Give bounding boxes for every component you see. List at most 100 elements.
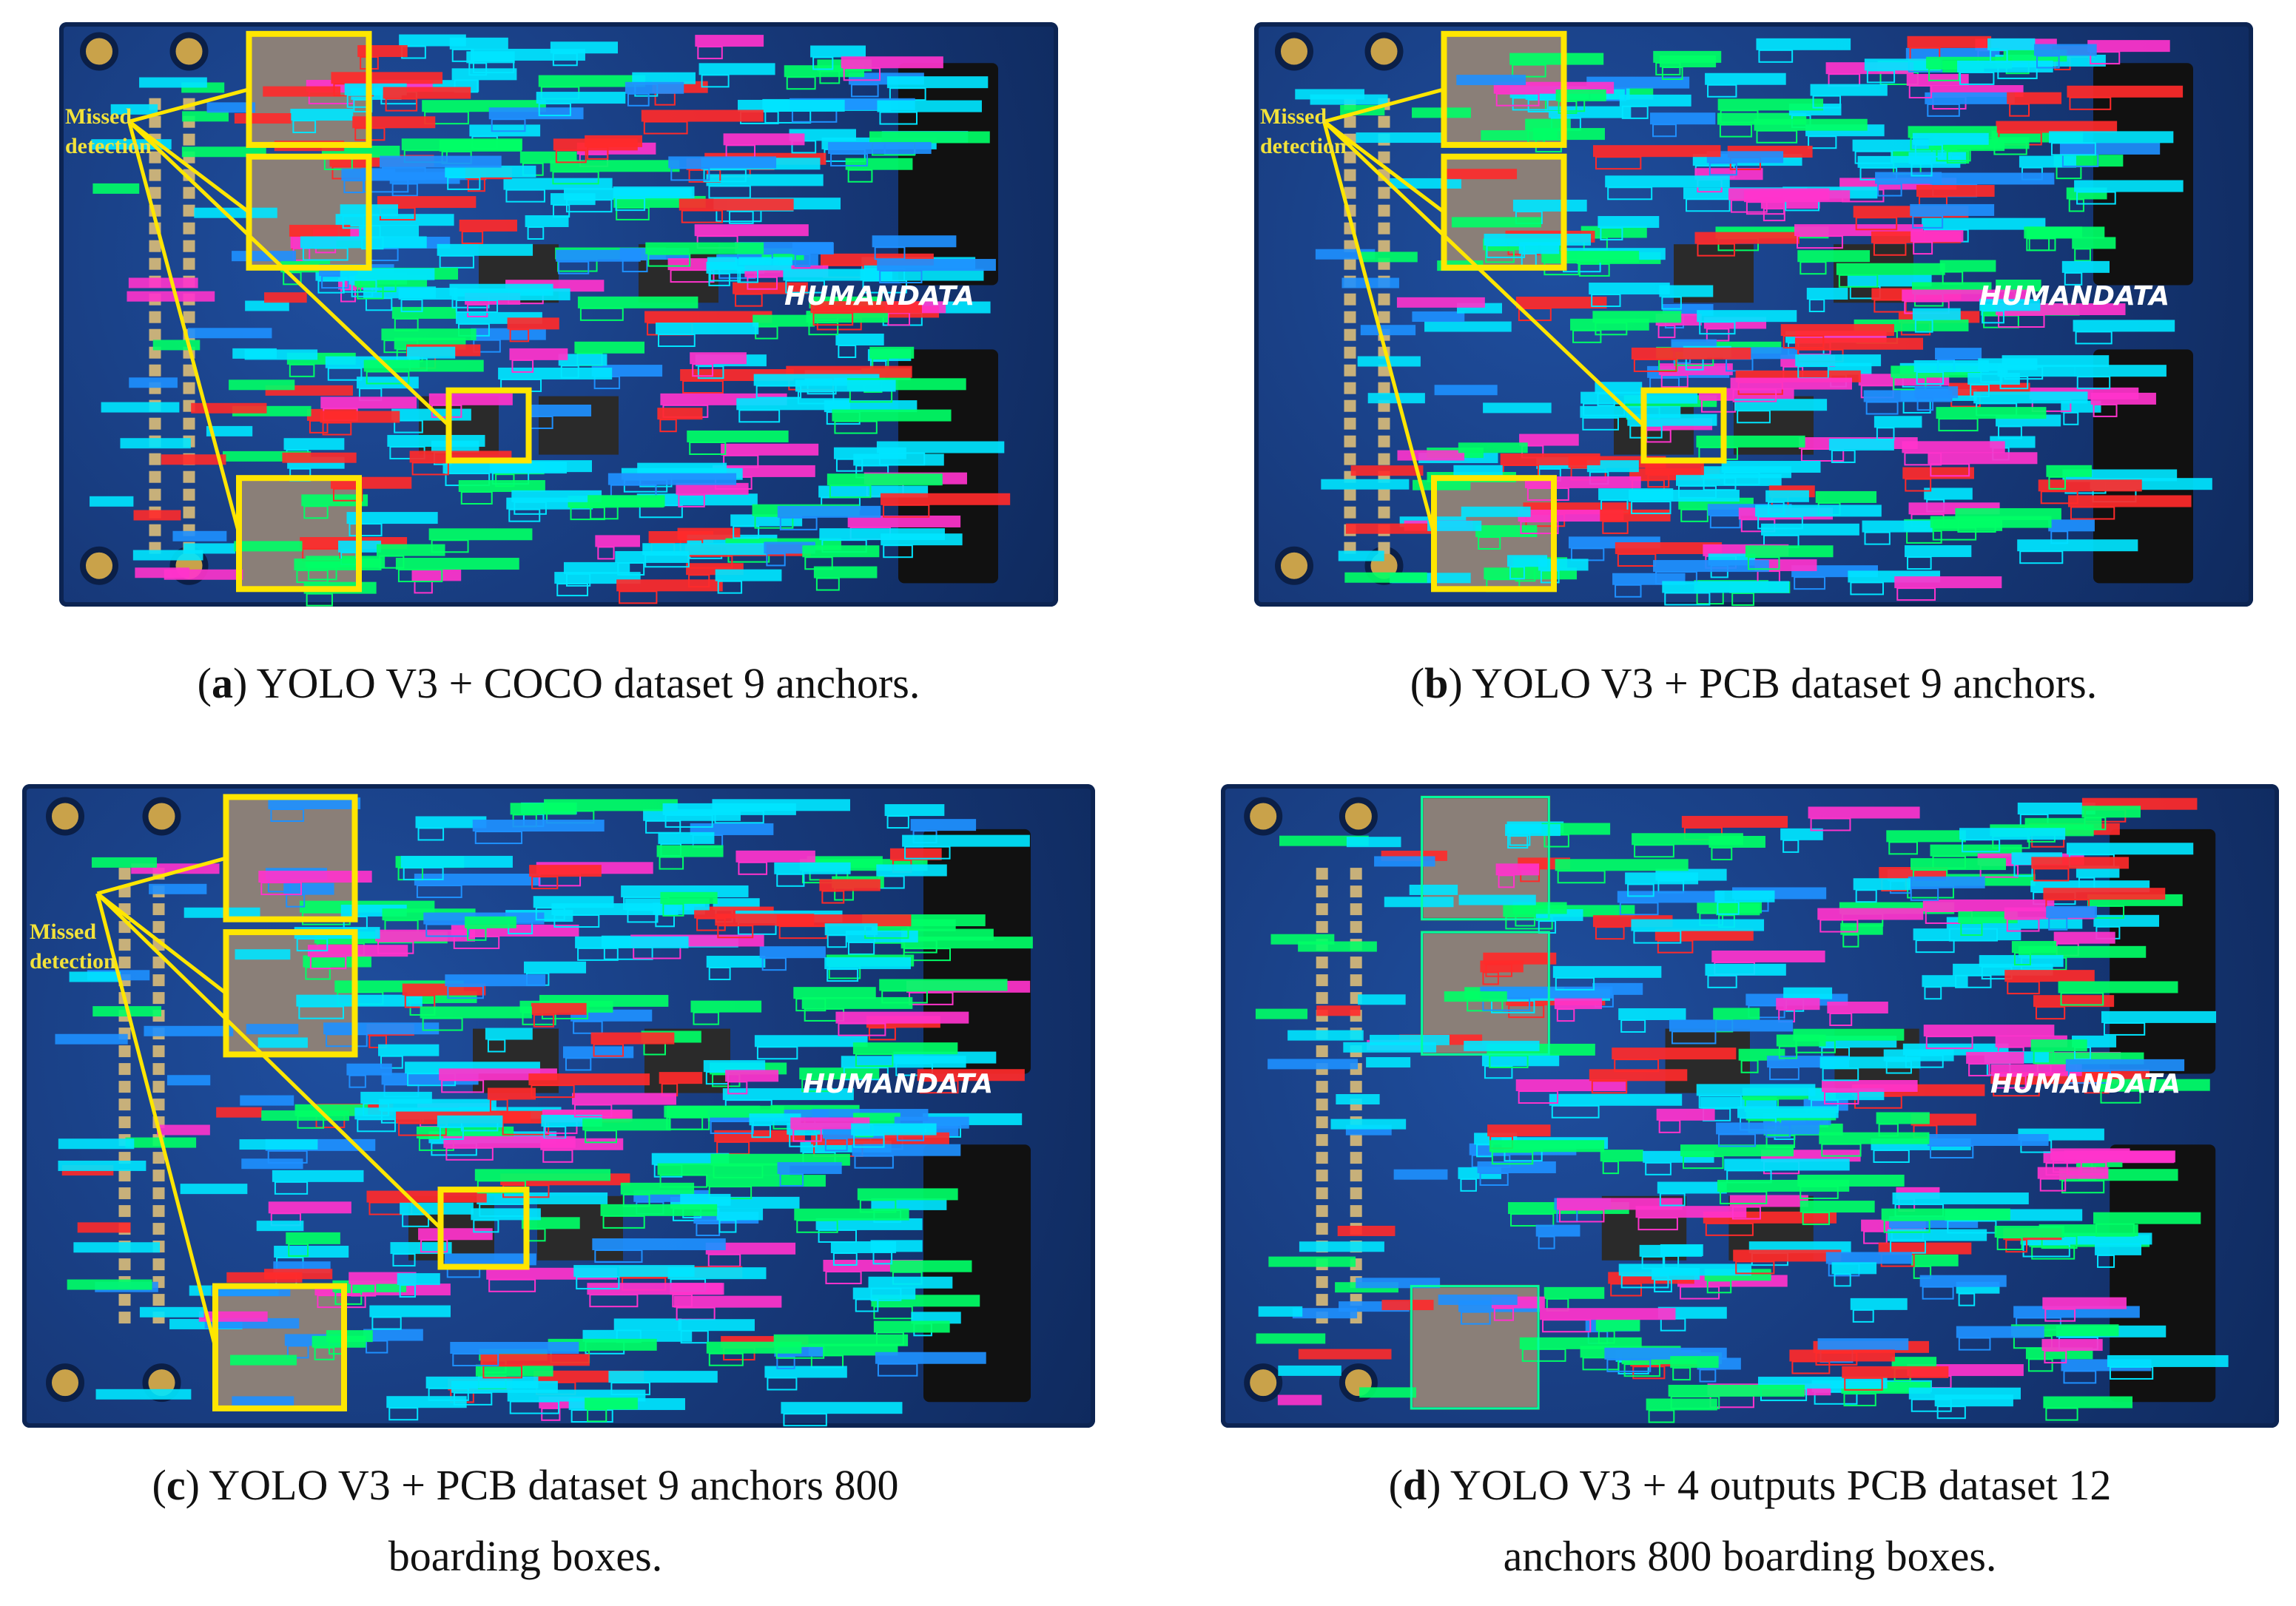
detection-bounding-box	[1707, 974, 1737, 988]
detection-box-label	[531, 1002, 587, 1015]
header-pin	[1350, 1170, 1362, 1182]
detection-box-label	[1299, 1241, 1384, 1252]
detection-bounding-box	[392, 1253, 416, 1267]
detection-bounding-box	[792, 1128, 822, 1142]
component-detection-box	[1421, 931, 1550, 1056]
detection-bounding-box	[764, 109, 812, 124]
detection-box-label	[703, 1060, 766, 1073]
detection-bounding-box	[1896, 587, 1936, 601]
detection-bounding-box	[1482, 971, 1499, 985]
detection-bounding-box	[298, 1005, 344, 1019]
detection-box-label	[1256, 1333, 1326, 1344]
detection-bounding-box	[334, 1291, 363, 1305]
detection-box-label	[1397, 450, 1465, 461]
detection-box-label	[1592, 311, 1682, 323]
detection-bounding-box	[1873, 1149, 1910, 1163]
header-pin	[149, 151, 161, 163]
detection-box-label	[1966, 1052, 2024, 1065]
detection-bounding-box	[322, 422, 352, 436]
detection-box-label	[636, 493, 758, 506]
header-pin	[1316, 992, 1328, 1005]
detection-box-label	[1817, 1338, 1909, 1351]
detection-bounding-box	[1606, 1358, 1652, 1372]
detection-box-label	[2058, 981, 2178, 993]
detection-box-label	[1902, 467, 1974, 479]
detection-box-label	[1956, 1326, 2044, 1338]
detection-bounding-box	[1946, 150, 1970, 164]
detection-box-label	[1875, 172, 1942, 184]
detection-bounding-box	[1970, 384, 1990, 398]
detection-bounding-box	[1632, 1366, 1666, 1380]
header-pin	[152, 1152, 165, 1164]
detection-box-label	[877, 100, 982, 112]
detection-bounding-box	[1769, 1067, 1800, 1081]
header-pin	[1350, 921, 1362, 934]
detection-bounding-box	[467, 178, 485, 192]
detection-box-label	[1694, 232, 1800, 244]
detection-box-label	[437, 1115, 503, 1127]
detection-bounding-box	[2048, 476, 2066, 490]
detection-bounding-box	[270, 808, 305, 822]
detection-box-label	[352, 116, 436, 129]
detection-box-label	[810, 45, 866, 58]
detection-box-label	[180, 1184, 248, 1195]
detection-bounding-box	[1757, 516, 1803, 530]
detection-box-label	[1554, 997, 1603, 1010]
detection-box-label	[1789, 1349, 1896, 1362]
detection-bounding-box	[489, 1099, 508, 1113]
detection-box-label	[2033, 44, 2097, 56]
detection-box-label	[2004, 970, 2095, 982]
caption-text: YOLO V3 + 4 outputs PCB dataset 12	[1441, 1461, 2112, 1509]
detection-bounding-box	[1508, 1005, 1545, 1019]
detection-bounding-box	[1747, 556, 1780, 570]
detection-bounding-box	[573, 1104, 613, 1118]
detection-bounding-box	[416, 885, 462, 899]
detection-box-label	[246, 1024, 299, 1035]
mounting-hole	[1339, 797, 1378, 836]
detection-box-label	[1657, 1181, 1727, 1194]
detection-box-label	[1338, 550, 1384, 561]
detection-bounding-box	[873, 1306, 913, 1320]
detection-bounding-box	[1863, 1230, 1888, 1244]
detection-box-label	[1815, 490, 1877, 503]
detection-box-label	[616, 579, 723, 592]
detection-box-label	[453, 288, 570, 300]
detection-bounding-box	[1484, 1065, 1513, 1079]
detection-bounding-box	[2036, 55, 2060, 69]
detection-box-label	[659, 1072, 703, 1084]
detection-box-label	[881, 493, 1011, 505]
detection-bounding-box	[847, 941, 875, 955]
detection-bounding-box	[1834, 1273, 1851, 1287]
detection-box-label	[1330, 1119, 1407, 1130]
detection-box-label	[875, 1352, 986, 1364]
detection-box-label	[794, 1208, 909, 1221]
caption-b: (b) YOLO V3 + PCB dataset 9 anchors.	[1410, 659, 2098, 707]
detection-box-label	[498, 367, 613, 379]
detection-bounding-box	[670, 167, 710, 181]
detection-box-label	[1794, 337, 1924, 350]
detection-bounding-box	[1686, 198, 1731, 212]
detection-box-label	[595, 535, 641, 547]
detection-bounding-box	[1595, 156, 1642, 170]
header-pin	[118, 1116, 131, 1129]
detection-bounding-box	[535, 907, 565, 921]
detection-bounding-box	[555, 149, 587, 163]
detection-box-label	[1475, 524, 1538, 537]
detection-bounding-box	[482, 1365, 523, 1379]
detection-box-label	[400, 1202, 474, 1215]
detection-box-label	[651, 1153, 730, 1165]
detection-bounding-box	[1888, 841, 1918, 855]
detection-bounding-box	[1582, 1357, 1620, 1371]
detection-bounding-box	[371, 1316, 402, 1330]
detection-bounding-box	[1925, 1036, 1973, 1050]
detection-bounding-box	[594, 1249, 643, 1263]
detection-bounding-box	[1582, 416, 1619, 431]
detection-box-label	[725, 1070, 779, 1082]
detection-bounding-box	[1842, 934, 1859, 948]
detection-box-label	[620, 1182, 695, 1195]
detection-box-label	[1310, 94, 1388, 105]
detection-bounding-box	[1559, 1209, 1605, 1223]
detection-box-label	[1337, 1225, 1396, 1236]
detection-bounding-box	[877, 1363, 918, 1377]
detection-bounding-box	[617, 561, 645, 576]
